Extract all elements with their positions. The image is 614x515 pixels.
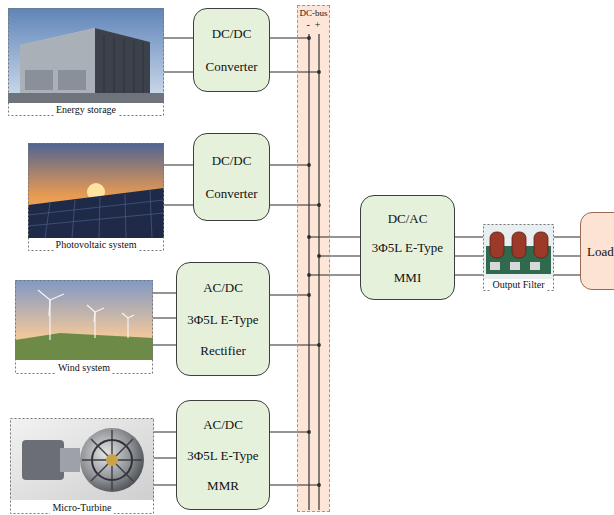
image-caption: Micro-Turbine	[50, 502, 113, 514]
image-caption: Wind system	[56, 362, 112, 374]
converter-box: AC/DC 3Φ5L E-TypeRectifier	[176, 262, 270, 376]
image-panel: Photovoltaic system	[28, 143, 164, 251]
image-panel: Micro-Turbine	[10, 418, 154, 514]
image-caption: Energy storage	[54, 104, 118, 116]
junction-dot	[317, 203, 321, 207]
converter-box: DC/AC 3Φ5L E-TypeMMI	[360, 195, 455, 300]
node-label: Rectifier	[200, 343, 245, 358]
junction-dot	[307, 273, 311, 277]
micro-turbine-photo	[10, 418, 154, 514]
node-label: DC/DC	[212, 26, 252, 41]
wire	[270, 165, 319, 205]
connector	[307, 235, 360, 277]
connector	[164, 165, 193, 205]
node-label: MMI	[394, 270, 421, 285]
polarity-sign: -	[307, 19, 310, 30]
bus-polarity: -+	[307, 19, 321, 30]
wire	[270, 38, 319, 72]
junction-dot	[307, 163, 311, 167]
node-label: AC/DC	[203, 417, 243, 432]
load-box: Load	[580, 212, 614, 290]
connector	[270, 430, 321, 487]
photovoltaic-photo	[28, 143, 164, 251]
junction-dot	[307, 293, 311, 297]
junction-dot	[317, 70, 321, 74]
image-panel: Output Filter	[483, 224, 554, 291]
image-panel: Energy storage	[8, 8, 164, 116]
wire	[554, 237, 580, 275]
node-label: DC/DC	[212, 153, 252, 168]
node-label: Converter	[206, 186, 258, 201]
connector	[270, 163, 321, 207]
image-caption: Output Filter	[491, 279, 547, 291]
energy-storage-photo	[8, 8, 164, 116]
wire	[270, 295, 319, 345]
wire	[154, 432, 176, 485]
converter-box: AC/DC 3Φ5L E-TypeMMR	[176, 400, 270, 510]
wire	[455, 237, 483, 275]
node-label: DC/AC	[388, 211, 428, 226]
node-label: MMR	[207, 478, 239, 493]
bus-band	[297, 5, 330, 512]
node-label: AC/DC	[203, 280, 243, 295]
junction-dot	[317, 343, 321, 347]
connector	[455, 237, 483, 275]
wire	[153, 293, 176, 345]
wire	[164, 165, 193, 205]
bus-rail	[318, 34, 319, 510]
node-label: 3Φ5L E-Type	[187, 448, 258, 463]
connector	[554, 237, 580, 275]
image-caption: Photovoltaic system	[54, 239, 139, 251]
junction-dot	[307, 430, 311, 434]
wire	[309, 237, 360, 275]
image-panel: Wind system	[15, 280, 153, 374]
bus-rail	[308, 34, 309, 510]
converter-box: DC/DC Converter	[193, 133, 270, 221]
junction-dot	[307, 235, 311, 239]
wire	[270, 432, 319, 485]
converter-box: DC/DC Converter	[193, 8, 270, 92]
connector	[270, 36, 321, 74]
node-label: Converter	[206, 59, 258, 74]
connector	[153, 293, 176, 345]
polarity-sign: +	[315, 19, 321, 30]
bus-label: DC-bus	[299, 8, 327, 19]
junction-dot	[317, 483, 321, 487]
wind-photo	[15, 280, 153, 374]
output-filter-photo	[483, 224, 554, 291]
connector	[270, 293, 321, 347]
dc-bus: DC-bus-+	[297, 5, 330, 512]
node-label: 3Φ5L E-Type	[187, 312, 258, 327]
node-label: Load	[587, 244, 614, 259]
junction-dot	[307, 36, 311, 40]
wire	[164, 38, 193, 72]
junction-dot	[317, 254, 321, 258]
connector	[154, 432, 176, 485]
connector	[164, 38, 193, 72]
node-label: 3Φ5L E-Type	[372, 240, 443, 255]
